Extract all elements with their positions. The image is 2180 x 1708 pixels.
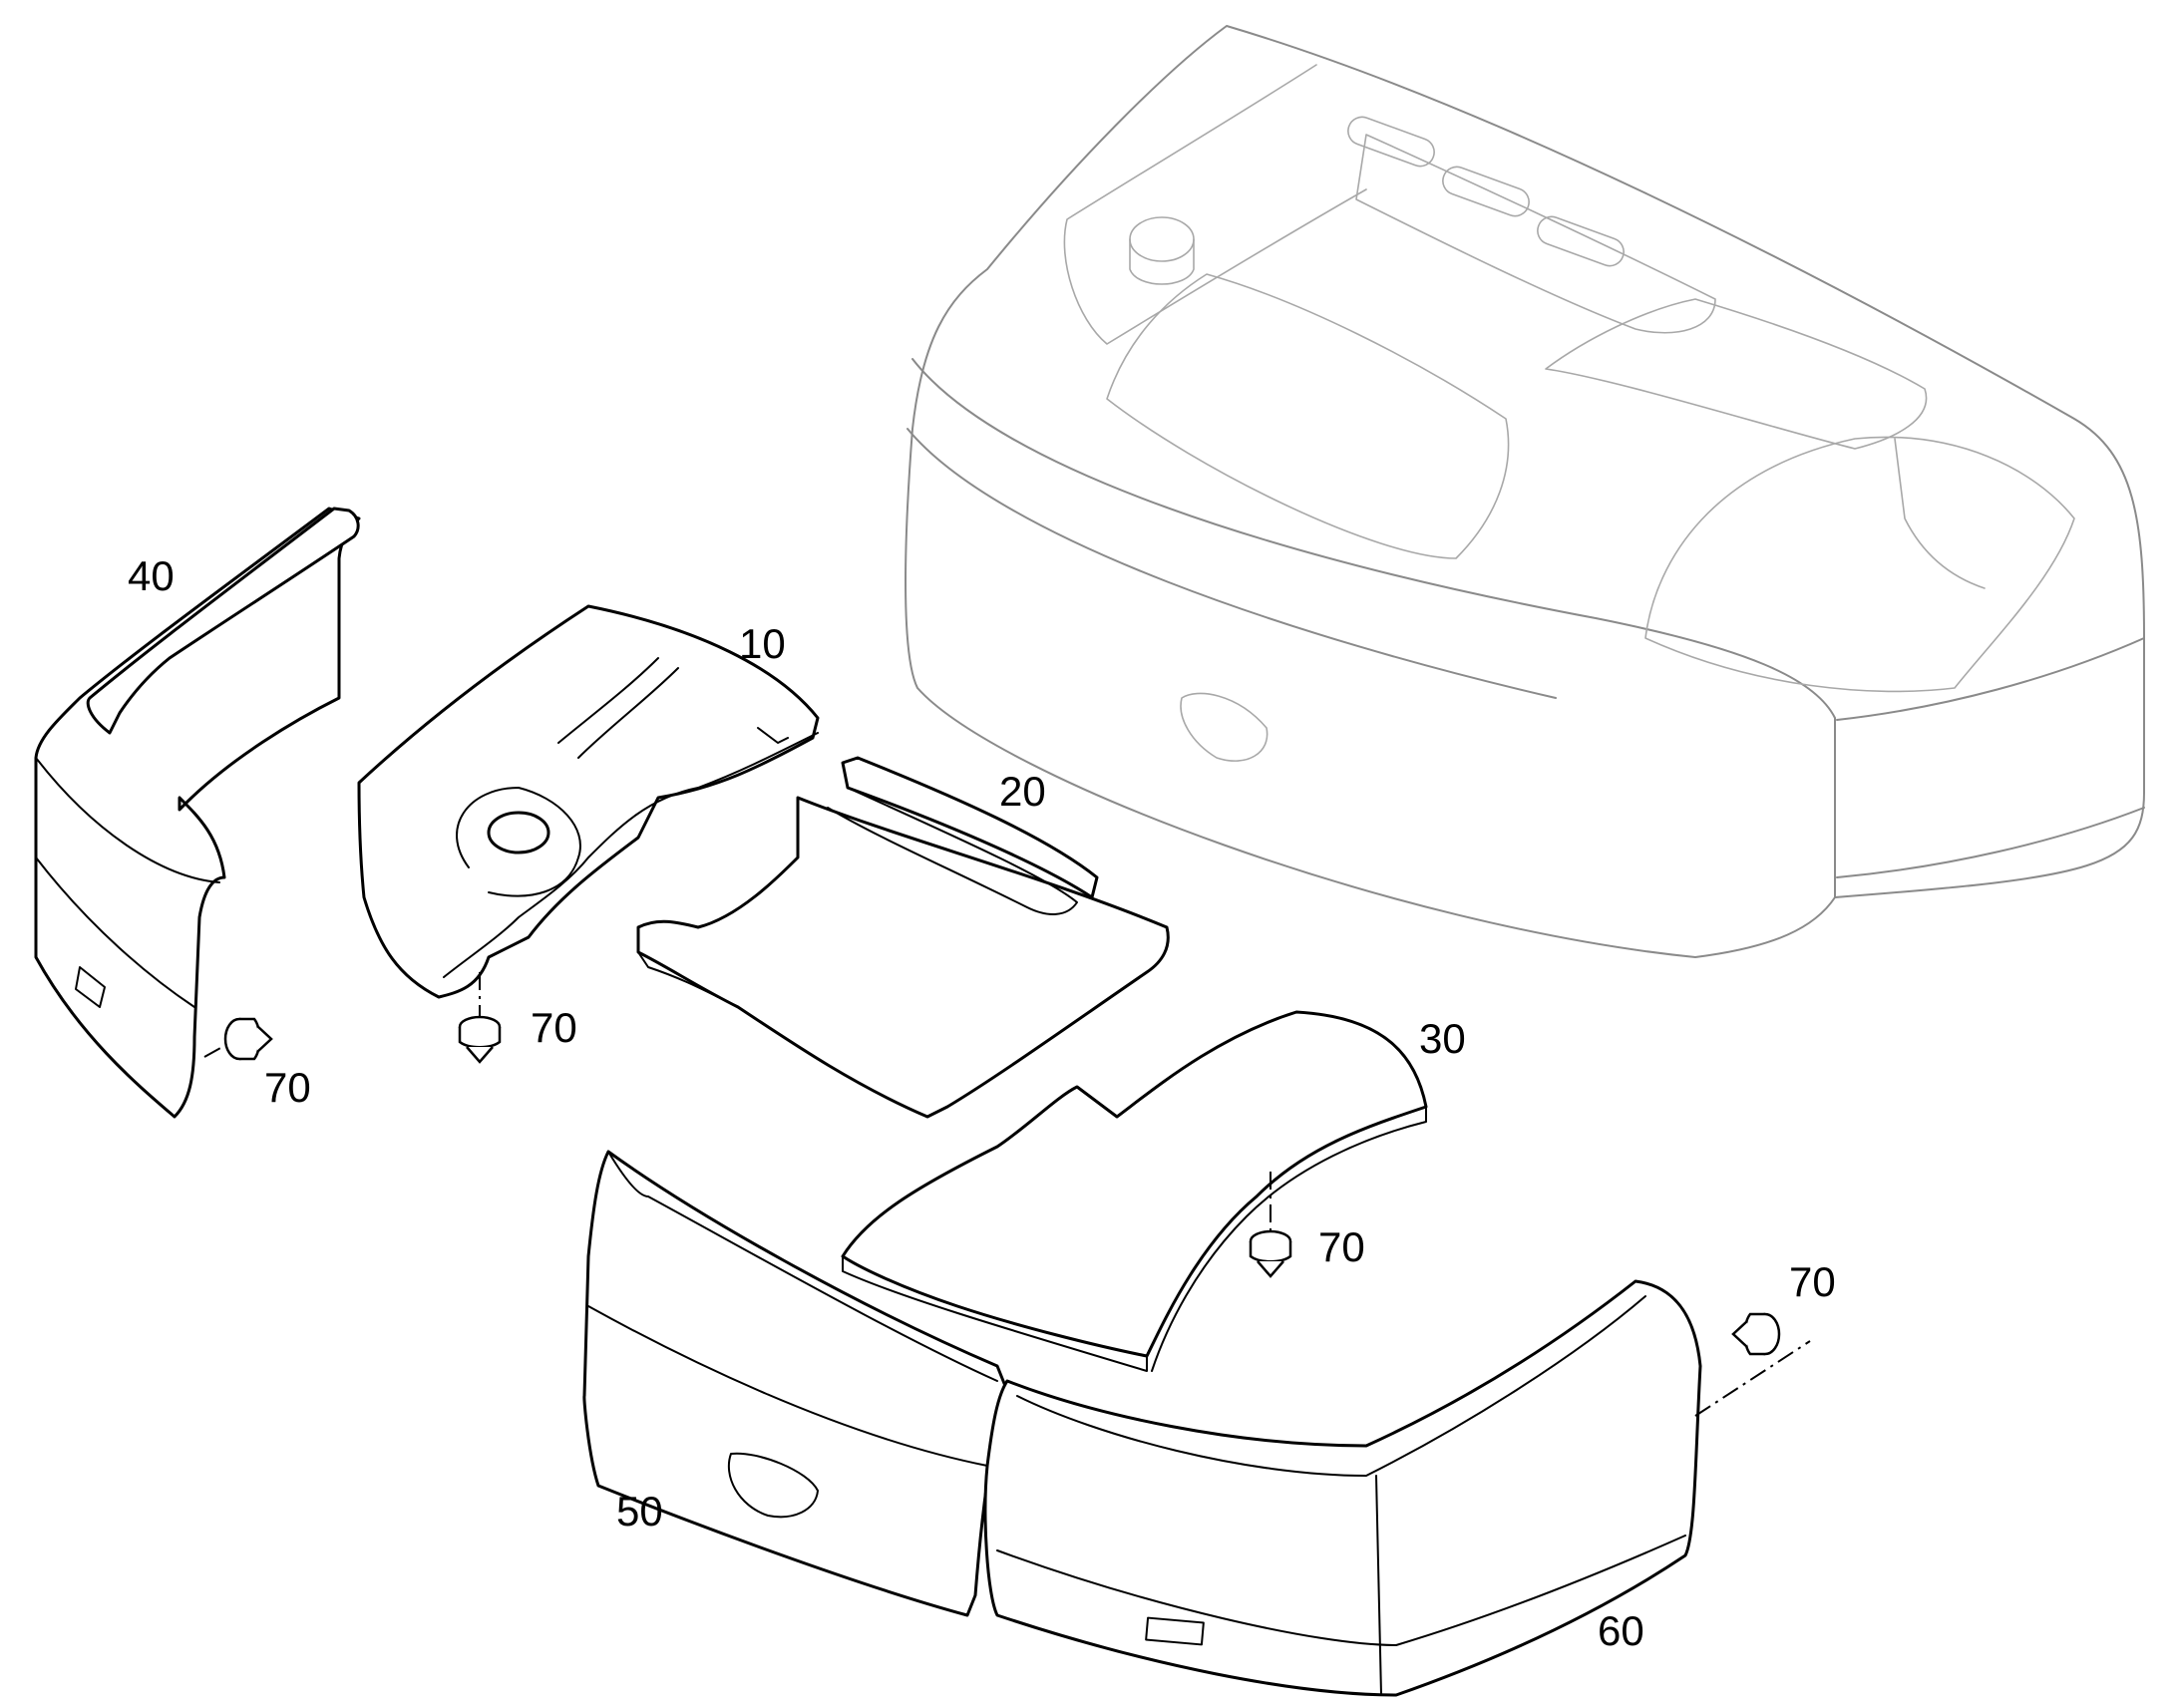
part-20-center-plate — [636, 756, 1170, 1119]
part-30-right-plate — [841, 1010, 1428, 1372]
callout-40: 40 — [128, 552, 175, 599]
clip-70-a — [458, 1015, 502, 1064]
callout-20: 20 — [999, 768, 1046, 815]
callout-70-clip-c: 70 — [1789, 1258, 1836, 1305]
callout-70-clip-a: 70 — [531, 1004, 577, 1051]
housing-ghost-outline — [905, 25, 2145, 958]
part-50-front-left-weight — [582, 1150, 1007, 1617]
clip-70-d — [223, 1017, 273, 1061]
clip-70-b — [1249, 1229, 1292, 1278]
clip-70-c — [1731, 1312, 1781, 1356]
callout-70-clip-b: 70 — [1318, 1223, 1365, 1270]
callout-70-clip-d: 70 — [264, 1064, 311, 1111]
callout-30: 30 — [1419, 1015, 1466, 1062]
part-60-front-right-weight — [983, 1279, 1702, 1697]
callout-10: 10 — [739, 620, 786, 667]
callout-60: 60 — [1598, 1607, 1644, 1654]
callout-50: 50 — [616, 1488, 663, 1535]
housing-ghost-details — [1063, 64, 2075, 762]
part-40-left-weight — [34, 507, 361, 1119]
